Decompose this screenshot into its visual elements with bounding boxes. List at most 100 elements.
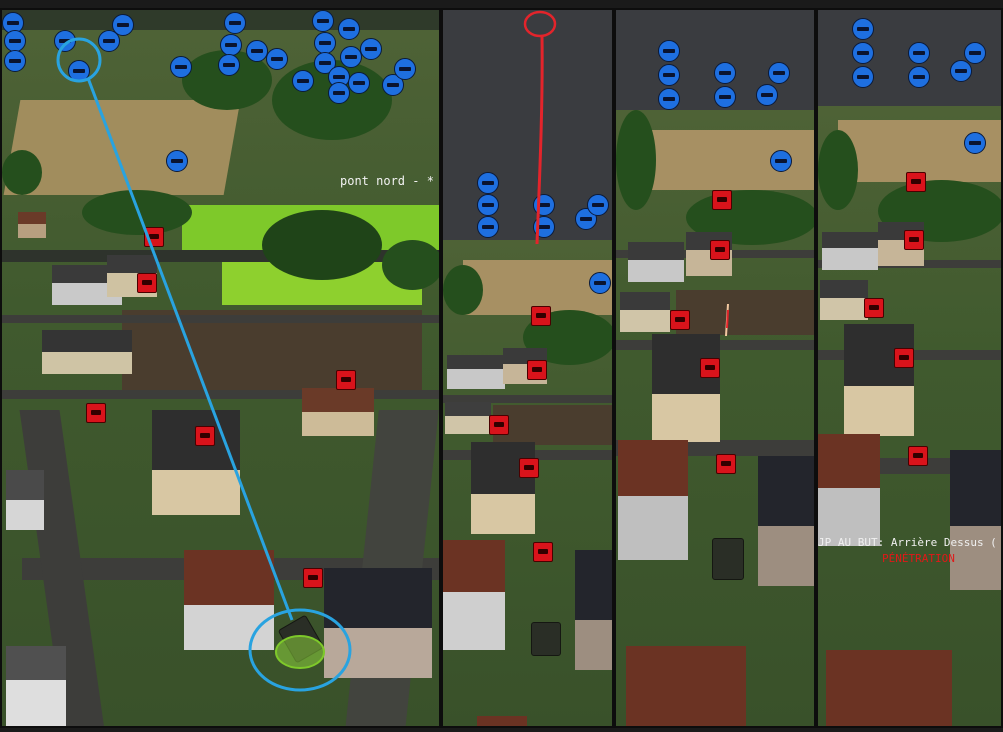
friendly-unit-icon[interactable]	[54, 30, 76, 52]
enemy-unit-icon[interactable]	[670, 310, 690, 330]
house	[6, 646, 66, 726]
house	[626, 646, 746, 726]
plowed-field	[122, 310, 422, 390]
plowed-field	[493, 405, 612, 445]
friendly-unit-icon[interactable]	[658, 88, 680, 110]
house	[818, 434, 880, 546]
house	[18, 212, 46, 238]
enemy-unit-icon[interactable]	[86, 403, 106, 423]
enemy-unit-icon[interactable]	[710, 240, 730, 260]
friendly-unit-icon[interactable]	[338, 18, 360, 40]
enemy-unit-icon[interactable]	[137, 273, 157, 293]
hit-report-text: JP AU BUT: Arrière Dessus (	[818, 536, 997, 549]
friendly-unit-icon[interactable]	[166, 150, 188, 172]
house	[950, 450, 1001, 590]
tank-icon[interactable]	[712, 538, 744, 580]
friendly-unit-icon[interactable]	[340, 46, 362, 68]
enemy-unit-icon[interactable]	[716, 454, 736, 474]
friendly-unit-icon[interactable]	[312, 10, 334, 32]
friendly-unit-icon[interactable]	[382, 74, 404, 96]
friendly-unit-icon[interactable]	[112, 14, 134, 36]
enemy-unit-icon[interactable]	[195, 426, 215, 446]
house	[822, 232, 878, 270]
scene-panel-2[interactable]	[441, 8, 614, 728]
enemy-unit-icon[interactable]	[908, 446, 928, 466]
enemy-unit-icon[interactable]	[700, 358, 720, 378]
enemy-unit-icon[interactable]	[906, 172, 926, 192]
house	[445, 402, 491, 434]
friendly-unit-icon[interactable]	[477, 194, 499, 216]
friendly-unit-icon[interactable]	[218, 54, 240, 76]
friendly-unit-icon[interactable]	[4, 30, 26, 52]
friendly-unit-icon[interactable]	[852, 66, 874, 88]
friendly-unit-icon[interactable]	[477, 172, 499, 194]
house	[758, 456, 814, 586]
friendly-unit-icon[interactable]	[360, 38, 382, 60]
friendly-unit-icon[interactable]	[658, 64, 680, 86]
house	[302, 388, 374, 436]
friendly-unit-icon[interactable]	[477, 216, 499, 238]
friendly-unit-icon[interactable]	[908, 42, 930, 64]
scene-panel-1[interactable]: pont nord - *	[0, 8, 441, 728]
friendly-unit-icon[interactable]	[394, 58, 416, 80]
friendly-unit-icon[interactable]	[224, 12, 246, 34]
enemy-unit-icon[interactable]	[712, 190, 732, 210]
friendly-unit-icon[interactable]	[714, 62, 736, 84]
tree	[443, 265, 483, 315]
friendly-unit-icon[interactable]	[768, 62, 790, 84]
house	[152, 410, 240, 515]
friendly-unit-icon[interactable]	[348, 72, 370, 94]
enemy-unit-icon[interactable]	[489, 415, 509, 435]
house	[447, 355, 505, 389]
enemy-unit-icon[interactable]	[533, 542, 553, 562]
friendly-unit-icon[interactable]	[292, 70, 314, 92]
friendly-unit-icon[interactable]	[266, 48, 288, 70]
enemy-unit-icon[interactable]	[904, 230, 924, 250]
enemy-unit-icon[interactable]	[303, 568, 323, 588]
friendly-unit-icon[interactable]	[328, 82, 350, 104]
tree	[82, 190, 192, 235]
road	[443, 395, 612, 403]
friendly-unit-icon[interactable]	[4, 50, 26, 72]
friendly-unit-icon[interactable]	[587, 194, 609, 216]
friendly-unit-icon[interactable]	[908, 66, 930, 88]
friendly-unit-icon[interactable]	[246, 40, 268, 62]
scene-panel-4[interactable]: JP AU BUT: Arrière Dessus ( PÉNÉTRATION	[816, 8, 1003, 728]
enemy-unit-icon[interactable]	[336, 370, 356, 390]
friendly-unit-icon[interactable]	[852, 18, 874, 40]
line-of-sight-overlay	[56, 37, 352, 692]
plowed-field	[676, 290, 814, 335]
penetration-result-text: PÉNÉTRATION	[882, 552, 955, 565]
friendly-unit-icon[interactable]	[770, 150, 792, 172]
tracer-effect	[725, 303, 729, 337]
enemy-unit-icon[interactable]	[527, 360, 547, 380]
friendly-unit-icon[interactable]	[98, 30, 120, 52]
house	[52, 265, 122, 305]
house	[477, 716, 527, 726]
scene-panel-3[interactable]	[614, 8, 816, 728]
enemy-unit-icon[interactable]	[519, 458, 539, 478]
house	[618, 440, 688, 560]
friendly-unit-icon[interactable]	[714, 86, 736, 108]
enemy-unit-icon[interactable]	[531, 306, 551, 326]
objective-label[interactable]: pont nord - *	[340, 174, 434, 188]
friendly-unit-icon[interactable]	[589, 272, 611, 294]
friendly-unit-icon[interactable]	[964, 42, 986, 64]
enemy-unit-icon[interactable]	[894, 348, 914, 368]
friendly-unit-icon[interactable]	[950, 60, 972, 82]
friendly-unit-icon[interactable]	[170, 56, 192, 78]
friendly-unit-icon[interactable]	[658, 40, 680, 62]
tank-icon[interactable]	[531, 622, 561, 656]
house	[575, 550, 612, 670]
house	[42, 330, 132, 374]
road	[2, 315, 439, 323]
house	[6, 470, 44, 530]
friendly-unit-icon[interactable]	[964, 132, 986, 154]
enemy-unit-icon[interactable]	[864, 298, 884, 318]
road	[2, 390, 439, 399]
friendly-unit-icon[interactable]	[852, 42, 874, 64]
wheat-field	[463, 260, 612, 315]
friendly-unit-icon[interactable]	[314, 32, 336, 54]
friendly-unit-icon[interactable]	[756, 84, 778, 106]
house	[844, 324, 914, 436]
